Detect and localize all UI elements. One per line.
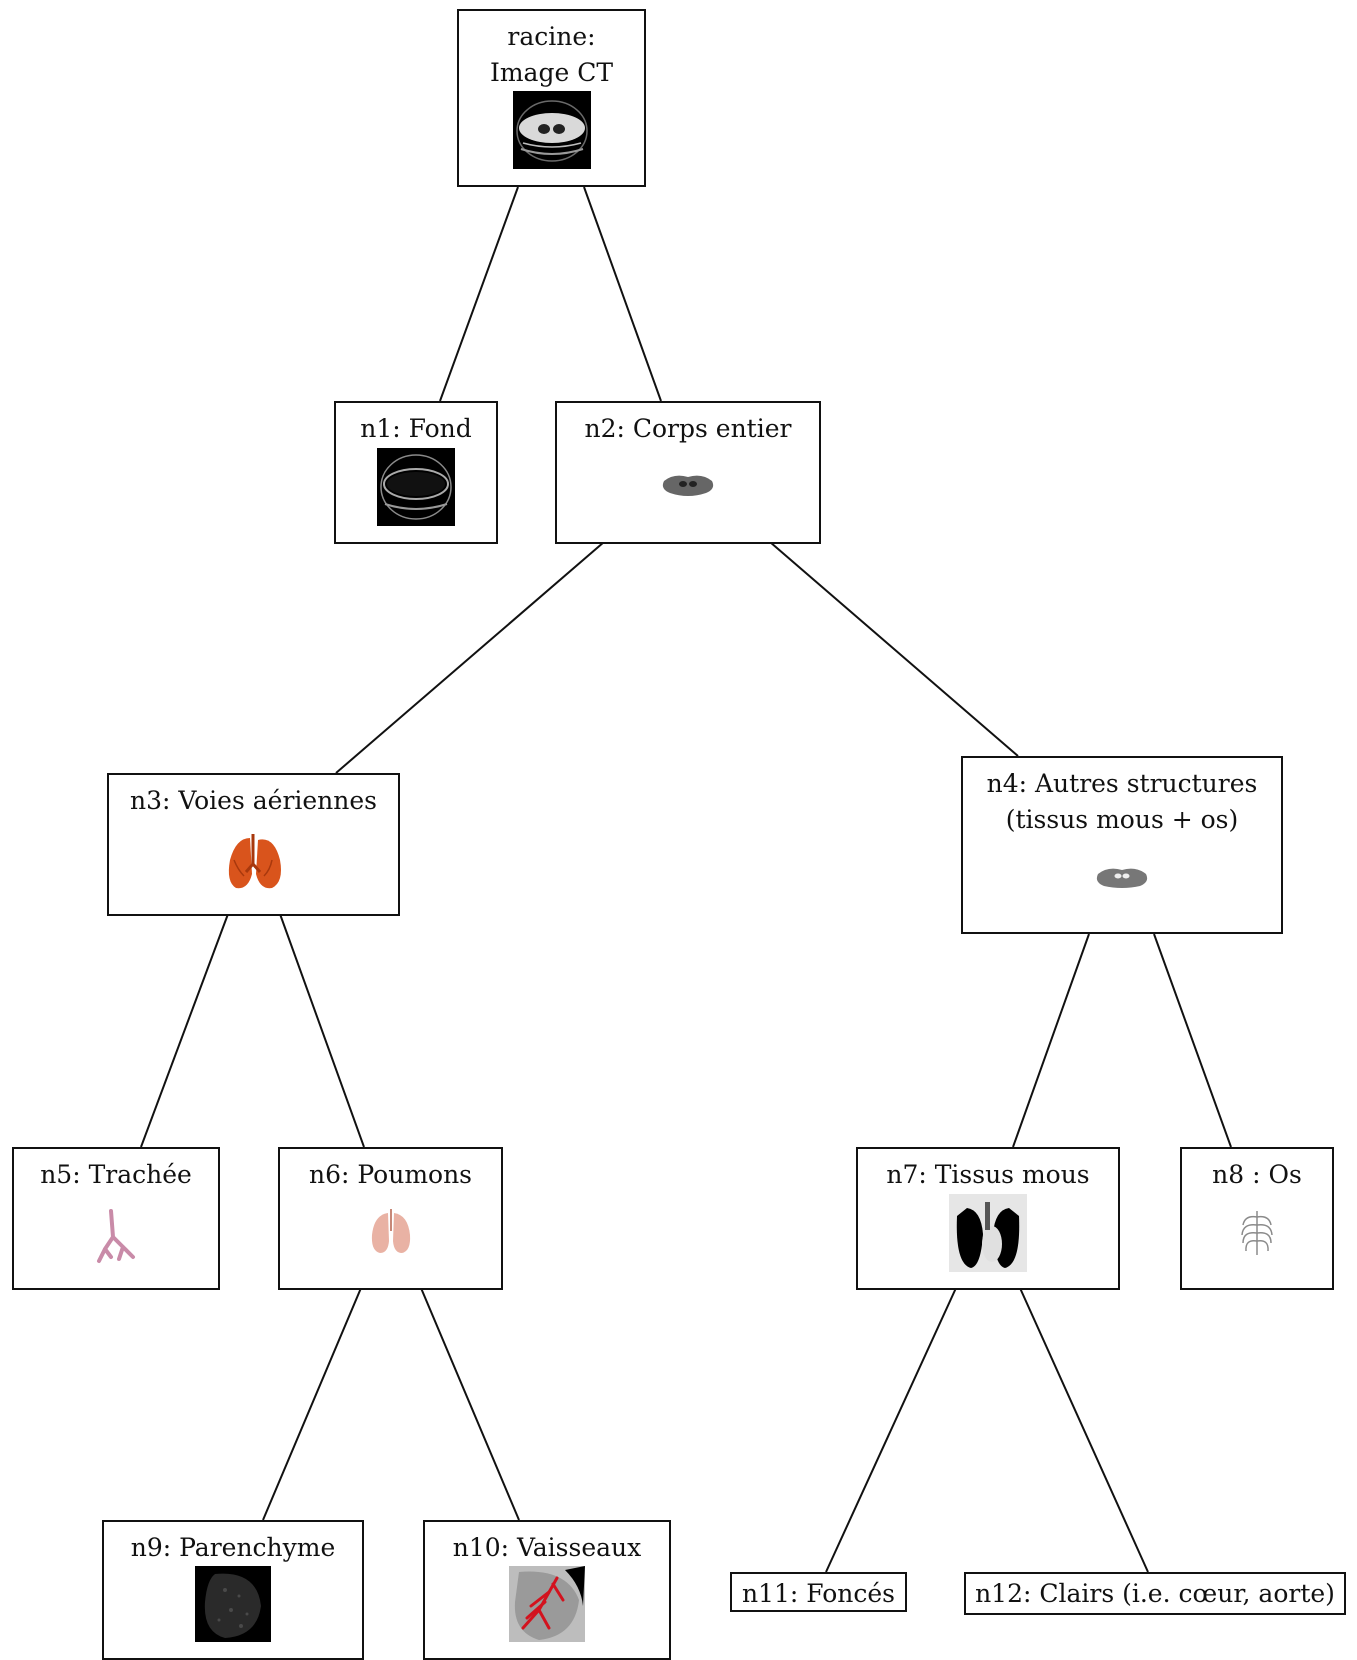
node-n11: n11: Foncés (730, 1572, 907, 1612)
edge-n2-n3 (335, 541, 605, 774)
node-n6: n6: Poumons (278, 1147, 503, 1290)
node-root: racine: Image CT (457, 9, 646, 187)
node-n9: n9: Parenchyme (102, 1520, 364, 1660)
airways-3d-thumbnail (228, 834, 281, 889)
node-n9-label: n9: Parenchyme (130, 1533, 336, 1562)
edge-n4-n8 (1153, 933, 1232, 1148)
node-n12: n12: Clairs (i.e. cœur, aorte) (964, 1572, 1346, 1615)
edge-n2-n4 (769, 541, 1019, 757)
edge-n3-n6 (279, 913, 365, 1148)
trachea-3d-thumbnail (97, 1209, 135, 1263)
soft-tissue-slice-thumbnail (949, 1194, 1027, 1272)
vessels-slice-thumbnail (509, 1566, 585, 1642)
edge-n6-n9 (262, 1287, 362, 1521)
whole-body-thumbnail (662, 475, 714, 496)
edge-n3-n5 (140, 913, 229, 1148)
node-n3: n3: Voies aériennes (107, 773, 400, 916)
edge-n6-n10 (420, 1287, 520, 1521)
background-slice-thumbnail (377, 448, 455, 526)
node-n4: n4: Autres structures (tissus mous + os) (961, 756, 1283, 934)
node-n8-label: n8 : Os (1212, 1160, 1302, 1189)
bones-3d-thumbnail (1241, 1211, 1273, 1255)
node-root-label: racine: Image CT (489, 22, 614, 87)
parenchyma-slice-thumbnail (195, 1566, 271, 1642)
node-n11-label: n11: Foncés (741, 1579, 896, 1608)
node-n7-label: n7: Tissus mous (886, 1160, 1090, 1189)
node-n10-label: n10: Vaisseaux (452, 1533, 642, 1562)
edge-root-n2 (583, 186, 662, 402)
node-n2-label: n2: Corps entier (584, 414, 792, 443)
node-n1-label: n1: Fond (360, 414, 472, 443)
edge-root-n1 (439, 186, 519, 402)
node-n5-label: n5: Trachée (40, 1160, 192, 1189)
node-n10: n10: Vaisseaux (423, 1520, 671, 1660)
lungs-3d-thumbnail (371, 1209, 410, 1253)
node-n8: n8 : Os (1180, 1147, 1334, 1290)
node-n2: n2: Corps entier (555, 401, 821, 544)
node-n1: n1: Fond (334, 401, 498, 544)
node-n12-label: n12: Clairs (i.e. cœur, aorte) (975, 1579, 1335, 1608)
node-n4-label: n4: Autres structures (tissus mous + os) (986, 769, 1258, 834)
node-n7: n7: Tissus mous (856, 1147, 1120, 1290)
other-structures-thumbnail (1096, 868, 1148, 888)
node-n6-label: n6: Poumons (308, 1160, 473, 1189)
ct-slice-thumbnail (512, 91, 591, 169)
node-n5: n5: Trachée (12, 1147, 220, 1290)
node-n3-label: n3: Voies aériennes (129, 786, 378, 815)
edge-n7-n11 (825, 1287, 957, 1573)
edge-n4-n7 (1012, 933, 1090, 1148)
edge-n7-n12 (1019, 1287, 1149, 1573)
